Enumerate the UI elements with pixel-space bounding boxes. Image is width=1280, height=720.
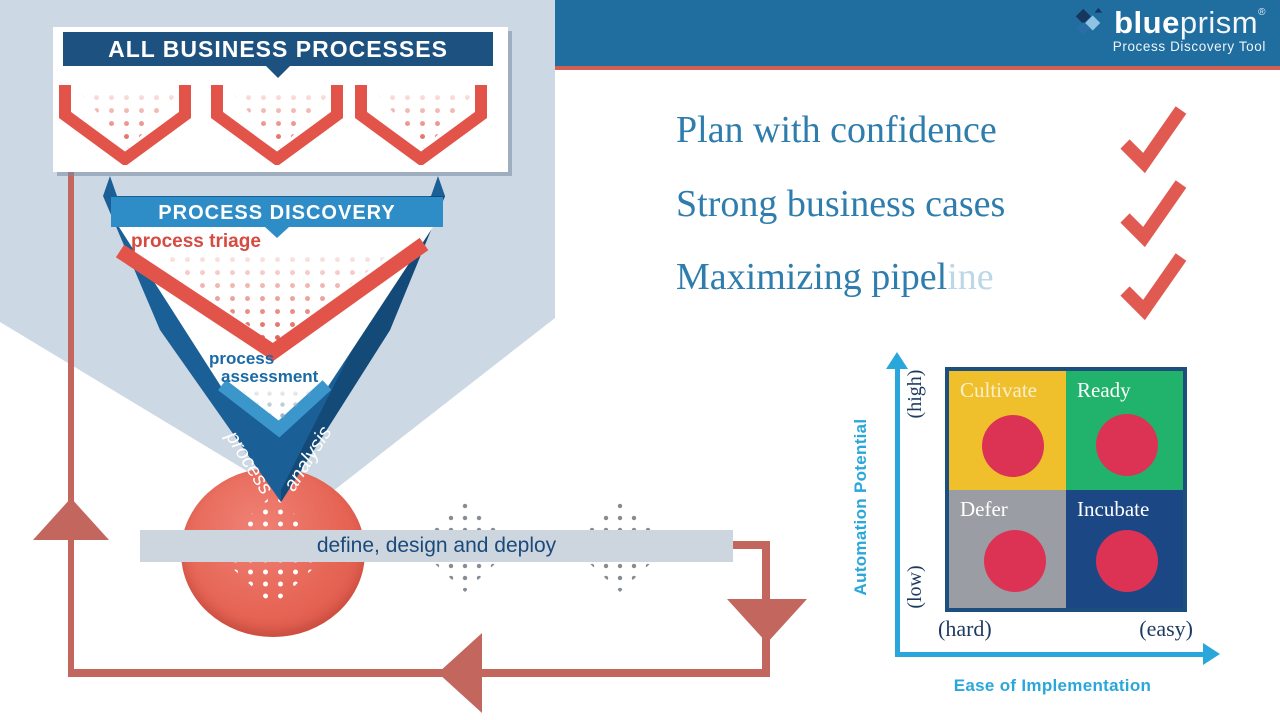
quadrant-defer: Defer	[949, 489, 1066, 608]
card-title-banner: ALL BUSINESS PROCESSES	[63, 32, 493, 66]
feedback-loop-bottom-line	[68, 669, 770, 677]
benefit-item-1: Plan with confidence	[676, 108, 1146, 156]
arrow-left-icon	[438, 633, 482, 713]
deploy-bar: define, design and deploy	[140, 530, 733, 562]
quadrant-ready: Ready	[1066, 371, 1183, 490]
product-tagline: Process Discovery Tool	[1112, 39, 1266, 54]
matrix-dot	[1096, 414, 1158, 476]
arrow-up-icon	[33, 498, 109, 540]
quadrant-label: Ready	[1077, 378, 1131, 402]
banner-notch	[266, 66, 290, 78]
blueprism-logo: blueprism® Process Discovery Tool	[1069, 6, 1266, 54]
header-band: blueprism® Process Discovery Tool	[555, 0, 1280, 70]
benefit-item-2: Strong business cases	[676, 182, 1146, 230]
brand-bold: blue	[1114, 4, 1180, 40]
quadrant-label: Defer	[960, 496, 1008, 521]
registered-mark: ®	[1258, 6, 1266, 18]
brand-light: prism	[1179, 4, 1259, 40]
checkmark-icon	[1120, 106, 1187, 174]
quadrant-incubate: Incubate	[1066, 489, 1183, 608]
feedback-loop-left-line	[68, 172, 74, 677]
y-axis-low-label: (low)	[904, 565, 926, 609]
x-axis-arrow-icon	[1203, 643, 1220, 665]
benefit-text: Strong business cases	[676, 183, 1006, 225]
quadrant-label: Cultivate	[960, 378, 1037, 402]
feedback-loop-stub	[733, 541, 770, 549]
x-axis-line	[895, 652, 1207, 657]
matrix-dot	[984, 529, 1046, 592]
stage-process-assessment-line1: process	[209, 349, 274, 368]
funnel-chevron-icon	[355, 85, 487, 165]
funnel-chevron-icon	[59, 85, 191, 165]
matrix-dot	[982, 415, 1044, 477]
y-axis-title: Automation Potential	[851, 418, 870, 596]
stage-process-triage: process triage	[131, 231, 261, 252]
benefit-text-faded: ine	[947, 256, 994, 298]
quadrant-cultivate: Cultivate	[949, 371, 1066, 490]
benefit-text: Maximizing pipel	[676, 256, 948, 298]
benefit-text: Plan with confidence	[676, 109, 997, 151]
prism-logo-icon	[1075, 7, 1103, 36]
checkmark-icon	[1120, 253, 1187, 321]
x-axis-hard-label: (hard)	[938, 616, 992, 641]
all-business-processes-card: ALL BUSINESS PROCESSES	[53, 27, 508, 172]
funnel-title: PROCESS DISCOVERY	[158, 202, 395, 224]
matrix-dot	[1096, 529, 1158, 592]
x-axis-easy-label: (easy)	[1139, 616, 1193, 641]
quadrant-label: Incubate	[1077, 496, 1150, 521]
y-axis-high-label: (high)	[904, 369, 926, 419]
automation-matrix: Cultivate Ready Defer Incubate	[945, 367, 1187, 612]
y-axis-line	[895, 368, 900, 656]
brand-name: blueprism®	[1114, 7, 1266, 38]
checkmark-icon	[1120, 180, 1187, 248]
benefit-item-3: Maximizing pipeline	[676, 255, 1146, 303]
stage-process-assessment-line2: assessment	[221, 367, 319, 386]
x-axis-title: Ease of Implementation	[953, 676, 1152, 695]
arrow-down-icon	[727, 599, 807, 643]
y-axis-arrow-icon	[886, 352, 908, 369]
funnel-chevron-icon	[211, 85, 343, 165]
